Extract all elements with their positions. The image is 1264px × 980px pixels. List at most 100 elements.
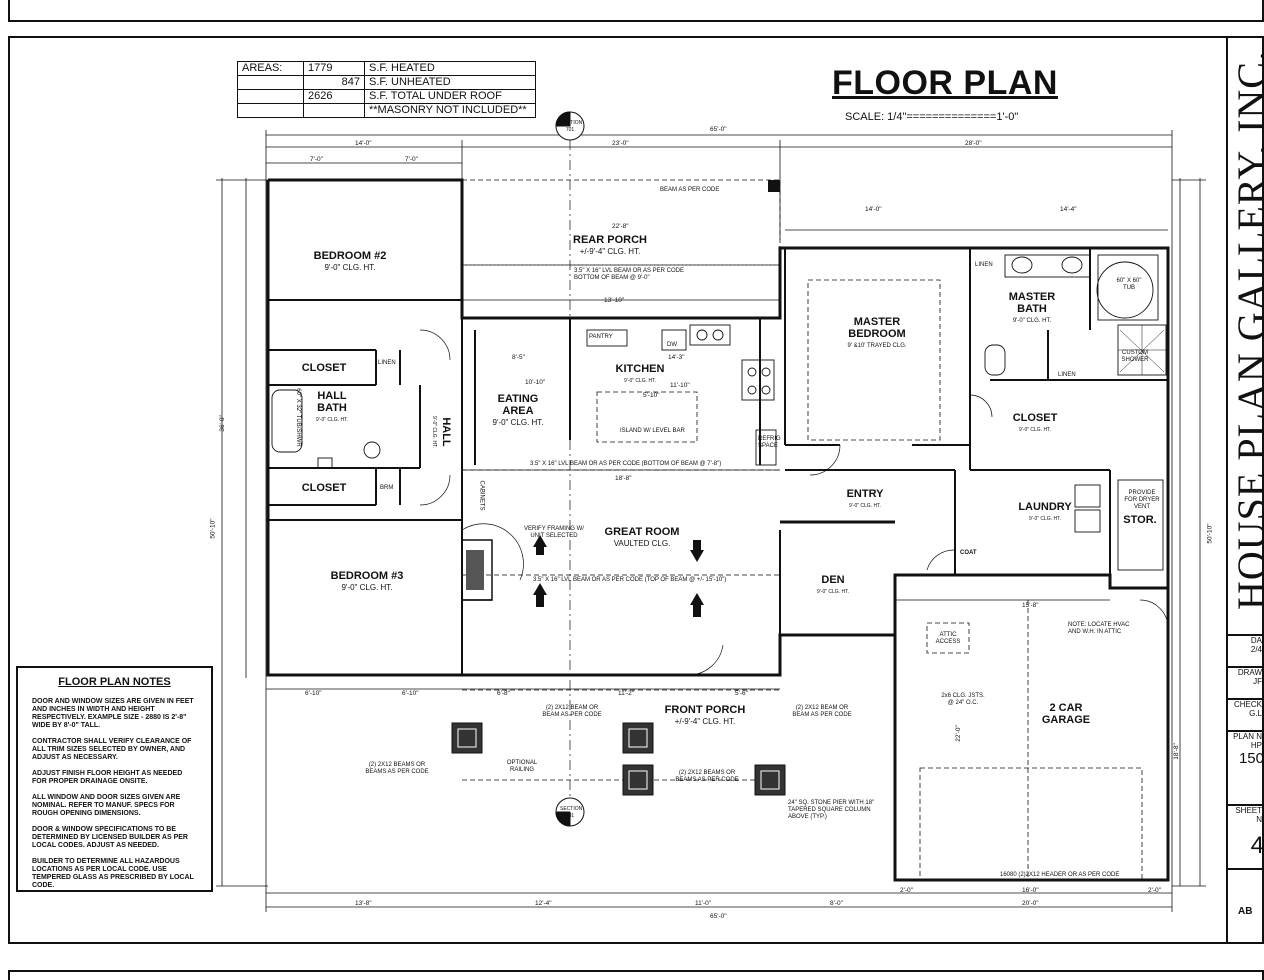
dim-fp-a: 6'-10" [305,690,322,697]
dim-kitchen-c: 5'-10" [643,392,660,399]
tb-drawn-label: DRAW [1237,668,1262,677]
dim-kitchen-b: 11'-10" [670,382,690,389]
label-custom-shower: CUSTOM SHOWER [1121,350,1149,363]
seal-text: AB [1238,906,1253,917]
dim-top-right: 28'-0" [965,140,982,147]
tb-plan-sub: HP [1250,741,1262,750]
dim-bottom-d: 8'-0" [830,900,843,907]
note-item: ALL WINDOW AND DOOR SIZES GIVEN ARE NOMI… [32,794,181,817]
areas-desc: **MASONRY NOT INCLUDED** [364,103,536,118]
label-linen-hall: LINEN [378,360,396,366]
dim-bed2-b: 7'-0" [405,156,418,163]
room-front-porch: FRONT PORCH+/-9'-4" CLG. HT. [664,704,746,726]
label-attic-access: ATTIC ACCESS [935,632,961,645]
dim-top-left: 14'-0" [355,140,372,147]
dim-garage-right: 2'-0" [1148,887,1161,894]
dim-bottom-b: 12'-4" [535,900,552,907]
company-brand: HOUSE PLAN GALLERY, INC. [1229,50,1264,610]
label-tub-shower: 60" X 32" TUB/SHWR [294,388,301,447]
label-island: ISLAND W/ LEVEL BAR [620,428,685,434]
dim-right-overall: 50'-10" [1206,523,1214,544]
dim-garage-left: 2'-0" [900,887,913,894]
room-closet-2: CLOSET [301,482,347,494]
floor-plan-notes: FLOOR PLAN NOTES DOOR AND WINDOW SIZES A… [16,666,213,892]
room-storage: STOR. [1123,514,1157,526]
tb-date-value: 2/4 [1250,645,1262,654]
label-beam-great: 3.5" X 16" LVL BEAM OR AS PER CODE (TOP … [533,577,727,583]
dim-fp-b: 6'-10" [402,690,419,697]
tb-checked-value: G.L [1249,709,1262,718]
dim-master-a: 14'-0" [865,206,882,213]
dim-bottom-a: 13'-8" [355,900,372,907]
tb-plan-value: 150 [1238,750,1264,767]
dim-bottom-c: 11'-0" [695,900,712,907]
plan-scale: SCALE: 1/4"==============1'-0" [845,111,1019,123]
section-marker-bottom: SECTION 701 [560,806,583,819]
notes-heading: FLOOR PLAN NOTES [58,676,171,688]
label-beam-rear: 3.5" X 16" LVL BEAM OR AS PER CODE BOTTO… [574,268,684,281]
dim-garage-b: 22'-0" [954,725,962,742]
label-stone-pier: 24" SQ. STONE PIER WITH 18" TAPERED SQUA… [788,800,875,820]
label-linen-bath: LINEN [1058,372,1076,378]
tb-plan-number: PLAN N HP 150 [1228,730,1264,782]
title-block [1226,38,1264,942]
label-linen-master: LINEN [975,262,993,268]
drawing-sheet [8,36,1264,944]
label-beam-mid: 3.5" X 16" LVL BEAM OR AS PER CODE (BOTT… [530,461,722,467]
areas-row: AREAS: 1779 S.F. HEATED [237,61,536,76]
label-cabinets: CABINETS [478,480,485,511]
tb-date: DA 2/4 [1228,634,1264,666]
label-beam-front-porch-2: (2) 2X12 BEAM OR BEAM AS PER CODE [792,705,852,718]
dim-rear-porch-b: 13'-10" [604,297,625,304]
plan-title: FLOOR PLAN [832,64,1058,102]
dim-overall-bottom: 65'-0" [710,913,727,920]
floor-plan-drawing [216,111,1206,912]
label-dryer-vent: PROVIDE FOR DRYER VENT [1124,490,1160,510]
room-closet-1: CLOSET [301,362,347,374]
label-garage-header: 16080 (2)2X12 HEADER OR AS PER CODE [1000,872,1120,878]
tb-plan-label: PLAN N [1233,732,1262,741]
dim-overall-top: 65'-0" [710,126,727,133]
dim-master-b: 14'-4" [1060,206,1077,213]
tb-checked: CHECK G.L [1228,698,1264,730]
dim-top-mid: 23'-0" [612,140,629,147]
note-item: ADJUST FINISH FLOOR HEIGHT AS NEEDED FOR… [32,770,183,785]
label-clg-jsts: 2x6 CLG. JSTS. @ 24" O.C. [941,693,985,706]
note-item: DOOR AND WINDOW SIZES ARE GIVEN IN FEET … [32,698,194,729]
label-hvac-note: NOTE: LOCATE HVAC AND W.H. IN ATTIC [1068,622,1130,635]
dim-fp-d: 11'-2" [618,690,635,697]
label-coat: COAT [960,550,977,556]
dim-left-overall: 50'-10" [209,518,217,539]
tb-sheet-number: SHEET N 4 [1228,804,1264,868]
dim-garage-c: 18'-8" [1172,743,1180,760]
label-beams-right: (2) 2X12 BEAMS OR BEAMS AS PER CODE [675,770,739,783]
dim-eating-a: 8'-5" [512,354,525,361]
label-pantry: PANTRY [589,334,613,340]
label-beams-left: (2) 2X12 BEAMS OR BEAMS AS PER CODE [365,762,429,775]
label-refrig: REFRIG SPACE [758,436,781,449]
areas-row: **MASONRY NOT INCLUDED** [237,103,536,118]
note-item: DOOR & WINDOW SPECIFICATIONS TO BE DETER… [32,826,188,849]
label-brm: BRM [380,485,394,491]
dim-bottom-e: 20'-0" [1022,900,1039,907]
dim-fp-c: 6'-8" [497,690,510,697]
tb-date-label: DA [1250,636,1262,645]
dim-eating-b: 10'-10" [525,379,546,386]
tb-seal: AB [1228,868,1264,944]
label-verify-framing: VERIFY FRAMING W/ UNIT SELECTED [524,526,584,539]
dim-kitchen-a: 14'-3" [668,354,685,361]
label-beam-code: BEAM AS PER CODE [660,187,720,193]
room-garage: 2 CAR GARAGE [1041,702,1091,726]
label-dw: DW [667,342,677,348]
previous-sheet-strip [8,0,1264,22]
tb-sheet-label: SHEET N [1235,806,1262,824]
